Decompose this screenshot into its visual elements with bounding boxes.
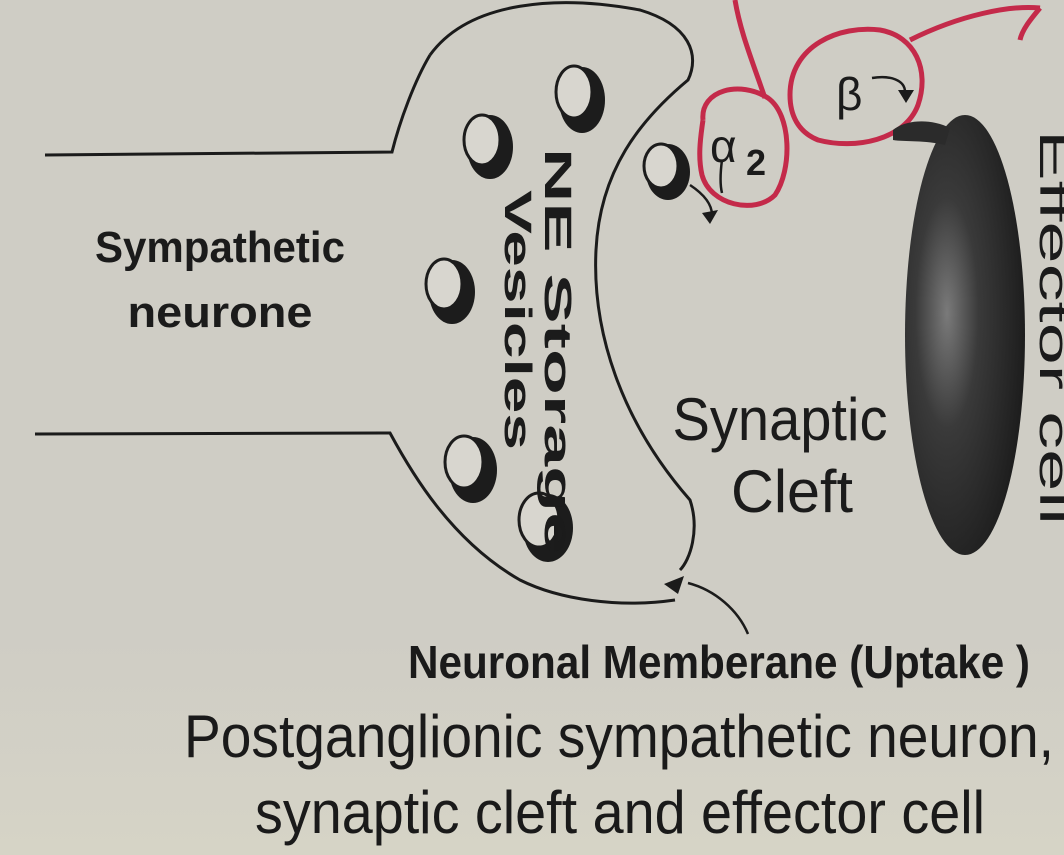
label-vesicles: Vesicles xyxy=(496,190,538,450)
vesicle-docked xyxy=(644,144,690,200)
label-effector-cell: Effector cell xyxy=(1031,130,1064,525)
vesicle xyxy=(464,115,513,179)
label-neurone: neurone xyxy=(128,288,313,337)
vesicle xyxy=(556,66,605,133)
axon-upper-edge xyxy=(45,55,430,155)
red-tail xyxy=(1020,8,1040,40)
label-beta: β xyxy=(836,68,862,120)
membrane-pointer xyxy=(688,583,748,634)
label-synaptic: Synaptic xyxy=(673,386,888,453)
label-membrane: Neuronal Memberane (Uptake ) xyxy=(408,636,1030,688)
membrane-arrowhead xyxy=(664,576,684,594)
label-ne-storage: NE Storage xyxy=(536,148,578,554)
label-alpha-subscript: 2 xyxy=(746,142,766,183)
label-sympathetic: Sympathetic xyxy=(95,223,345,272)
axon-lower-edge xyxy=(35,433,675,603)
label-cleft: Cleft xyxy=(731,458,853,525)
caption-line-1: Postganglionic sympathetic neuron, xyxy=(184,703,1054,770)
caption-line-2: synaptic cleft and effector cell xyxy=(255,779,985,846)
vesicle xyxy=(445,436,497,503)
release-arrowhead xyxy=(702,210,718,224)
effector-cell xyxy=(905,115,1025,555)
red-connector-left xyxy=(735,0,765,98)
beta-arrowhead xyxy=(898,90,914,103)
beta-pointer xyxy=(872,77,905,92)
label-alpha: α xyxy=(710,120,737,172)
vesicle xyxy=(426,259,475,324)
